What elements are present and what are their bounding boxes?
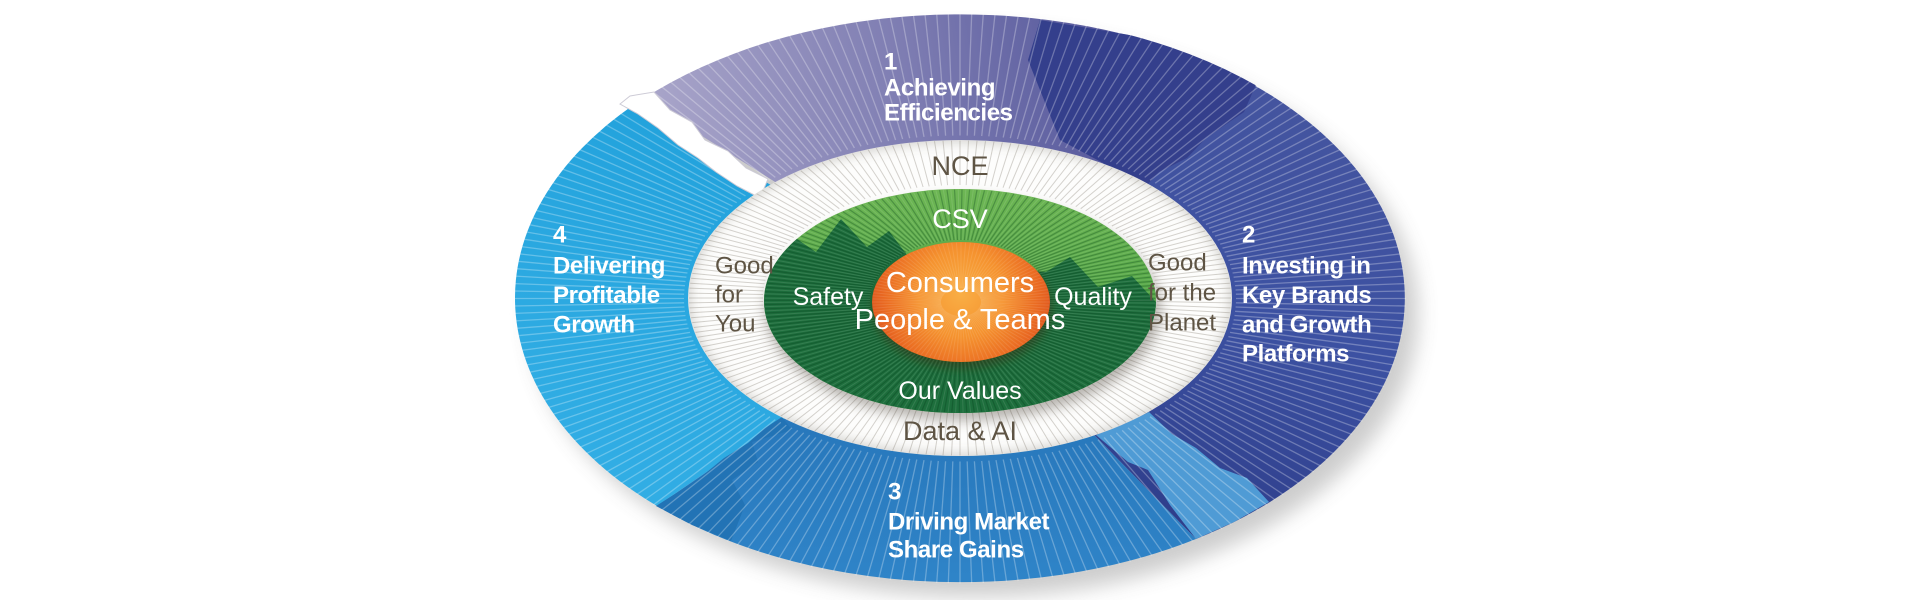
segment-2-line: Key Brands: [1242, 282, 1371, 309]
data-ai-label: Data & AI: [903, 416, 1017, 446]
good-for-you-line: Good: [715, 253, 774, 280]
orange-core-base: [872, 242, 1050, 362]
quality-label: Quality: [1054, 283, 1132, 311]
white-ring-labels: NCE Good for You Good for the Planet Dat…: [715, 151, 1216, 446]
segment-3-line: Share Gains: [888, 537, 1024, 564]
good-for-planet-line: Planet: [1148, 310, 1216, 337]
orange-core-hairlines: [872, 242, 1050, 362]
segment-3-number: 3: [888, 479, 901, 506]
center-label-line1: Consumers: [886, 267, 1034, 299]
good-for-you-line: for: [715, 282, 743, 309]
good-for-planet-line: Good: [1148, 250, 1207, 277]
outer-ring: [514, 13, 1406, 584]
segment-4-number: 4: [553, 222, 567, 249]
segment-1-line: Efficiencies: [884, 100, 1013, 127]
orange-core: [872, 242, 1052, 369]
green-ring-labels: CSV Safety Quality Our Values: [793, 204, 1133, 405]
segment-2-number: 2: [1242, 222, 1255, 249]
segment-1-line: Achieving: [884, 75, 995, 102]
boundary-blob-2-3: [1096, 412, 1269, 539]
boundary-blob-3-4: [656, 417, 792, 541]
green-ring-hairlines-dark: [764, 189, 1156, 413]
segment-4-label: 4 Delivering Profitable Growth: [553, 222, 665, 339]
segment-2-line: Platforms: [1242, 341, 1349, 368]
our-values-label: Our Values: [898, 377, 1021, 405]
segment-3-label: 3 Driving Market Share Gains: [888, 479, 1050, 564]
outer-ring-hairlines: [514, 13, 1406, 584]
segment-2-line: Investing in: [1242, 253, 1371, 280]
green-ring-hairlines-light: [764, 189, 1156, 413]
segment-4-line: Profitable: [553, 282, 660, 309]
segment-boundary-blobs: [656, 20, 1269, 541]
center-label: Consumers People & Teams: [855, 267, 1066, 336]
segment-4-line: Growth: [553, 312, 635, 339]
csv-label: CSV: [932, 204, 988, 234]
good-for-you-line: You: [715, 311, 756, 338]
nce-label: NCE: [931, 151, 988, 181]
center-label-line2: People & Teams: [855, 304, 1066, 336]
segment-3-line: Driving Market: [888, 509, 1050, 536]
segment-2-label: 2 Investing in Key Brands and Growth Pla…: [1242, 222, 1372, 368]
good-for-planet-line: for the: [1148, 280, 1216, 307]
segment-1-number: 1: [884, 49, 897, 76]
segment-4-line: Delivering: [553, 253, 665, 280]
segment-2-line: and Growth: [1242, 312, 1371, 339]
segment-1-label: 1 Achieving Efficiencies: [884, 49, 1013, 127]
boundary-blob-1-2: [1028, 20, 1258, 186]
safety-label: Safety: [793, 283, 864, 311]
